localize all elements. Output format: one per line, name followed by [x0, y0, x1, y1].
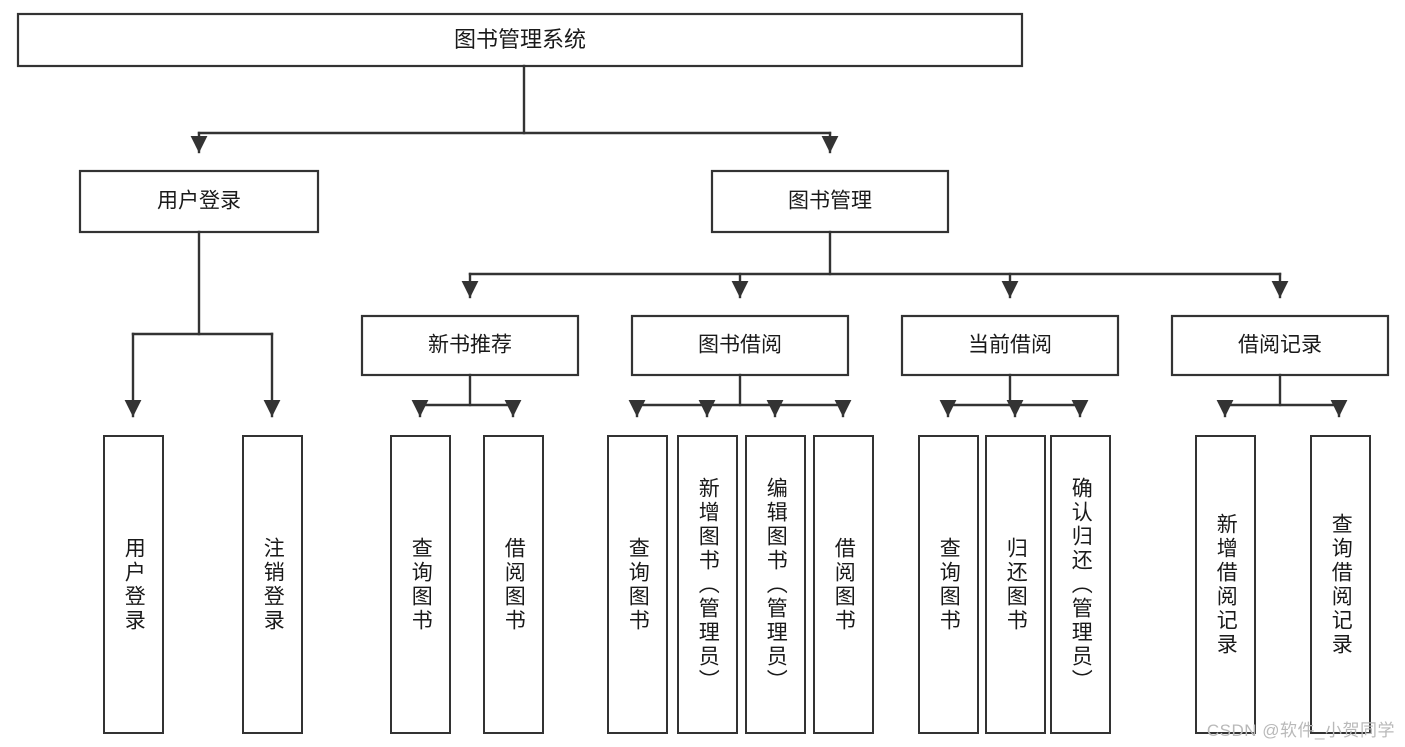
user-login-label: 用户登录	[157, 190, 241, 213]
book-borrow-box	[630, 314, 850, 377]
leaf-query-borrow-record[interactable]: 查询借阅记录	[1310, 435, 1371, 734]
connector-newbook-to-leaves	[411, 373, 522, 418]
leaf-query-book-borrow-label: 查询图书	[626, 536, 650, 633]
leaf-query-borrow-record-label: 查询借阅记录	[1329, 512, 1353, 657]
current-borrow-box	[900, 314, 1120, 377]
connector-bookmgmt-to-level3	[461, 230, 1289, 299]
connector-userlogin-to-leaves	[124, 230, 281, 418]
node-root[interactable]: 图书管理系统	[16, 12, 1024, 68]
leaf-confirm-return-admin[interactable]: 确认归还（管理员）	[1050, 435, 1111, 734]
new-book-recommend-label: 新书推荐	[428, 334, 512, 357]
connector-bookborrow-to-leaves	[628, 373, 852, 418]
connector-currentborrow-to-leaves	[939, 373, 1089, 418]
leaf-add-book-admin[interactable]: 新增图书（管理员）	[677, 435, 738, 734]
node-user-login[interactable]: 用户登录	[78, 169, 320, 234]
new-book-recommend-box	[360, 314, 580, 377]
leaf-add-borrow-record[interactable]: 新增借阅记录	[1195, 435, 1256, 734]
leaf-query-book-newbook[interactable]: 查询图书	[390, 435, 451, 734]
leaf-add-book-admin-label: 新增图书（管理员）	[696, 476, 720, 693]
leaf-borrow-book-newbook[interactable]: 借阅图书	[483, 435, 544, 734]
node-book-management[interactable]: 图书管理	[710, 169, 950, 234]
node-borrow-record[interactable]: 借阅记录	[1170, 314, 1390, 377]
leaf-query-book-newbook-label: 查询图书	[409, 536, 433, 633]
leaf-edit-book-admin-label: 编辑图书（管理员）	[764, 476, 788, 693]
borrow-record-box	[1170, 314, 1390, 377]
connector-root-to-level2	[190, 64, 839, 154]
leaf-query-book-current-label: 查询图书	[937, 536, 961, 633]
borrow-record-label: 借阅记录	[1238, 334, 1322, 357]
leaf-logout[interactable]: 注销登录	[242, 435, 303, 734]
leaf-user-login[interactable]: 用户登录	[103, 435, 164, 734]
book-borrow-label: 图书借阅	[698, 334, 782, 357]
leaf-user-login-label: 用户登录	[122, 536, 146, 633]
leaf-return-book[interactable]: 归还图书	[985, 435, 1046, 734]
book-management-label: 图书管理	[788, 190, 872, 213]
leaf-query-book-current[interactable]: 查询图书	[918, 435, 979, 734]
node-new-book-recommend[interactable]: 新书推荐	[360, 314, 580, 377]
node-book-borrow[interactable]: 图书借阅	[630, 314, 850, 377]
leaf-borrow-book-newbook-label: 借阅图书	[502, 536, 526, 633]
connector-borrowrecord-to-leaves	[1216, 373, 1348, 418]
leaf-confirm-return-admin-label: 确认归还（管理员）	[1069, 476, 1093, 693]
root-label: 图书管理系统	[454, 27, 586, 52]
leaf-add-borrow-record-label: 新增借阅记录	[1214, 512, 1238, 657]
leaf-query-book-borrow[interactable]: 查询图书	[607, 435, 668, 734]
node-current-borrow[interactable]: 当前借阅	[900, 314, 1120, 377]
leaf-edit-book-admin[interactable]: 编辑图书（管理员）	[745, 435, 806, 734]
root-box	[16, 12, 1024, 68]
leaf-borrow-book-borrow-label: 借阅图书	[832, 536, 856, 633]
user-login-box	[78, 169, 320, 234]
leaf-borrow-book-borrow[interactable]: 借阅图书	[813, 435, 874, 734]
leaf-logout-label: 注销登录	[261, 536, 285, 633]
current-borrow-label: 当前借阅	[968, 334, 1052, 357]
leaf-return-book-label: 归还图书	[1004, 536, 1028, 633]
